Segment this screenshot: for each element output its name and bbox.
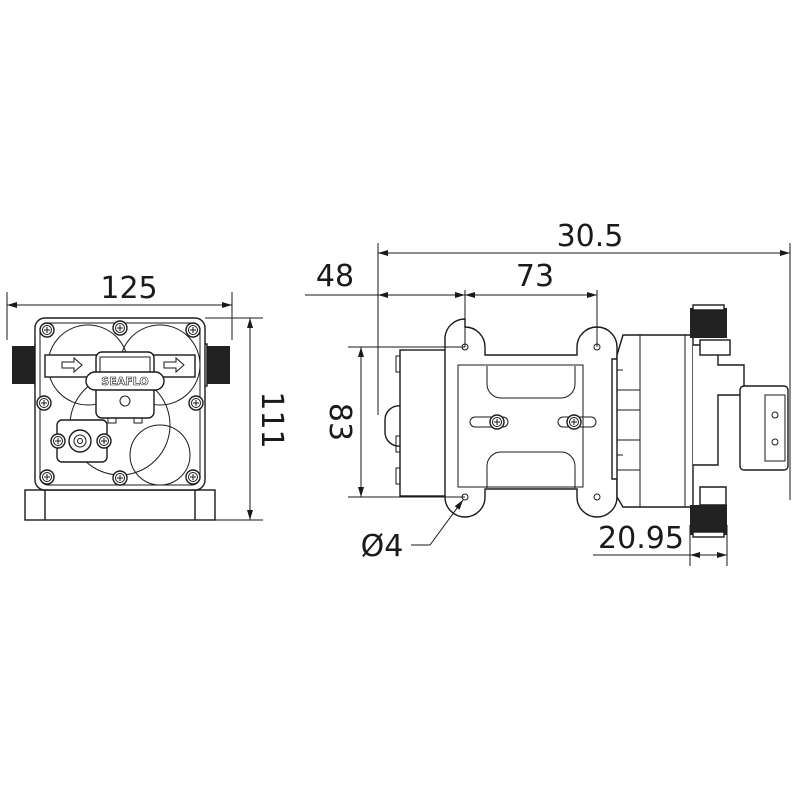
front-view: SEAFLO 125 111 — [6, 271, 289, 521]
svg-text:111: 111 — [254, 391, 289, 448]
dimension-port-width: 20.95 — [593, 521, 728, 566]
pump-head-side — [616, 334, 745, 508]
svg-text:73: 73 — [516, 259, 554, 294]
dimension-overall-length: 30.5 — [377, 219, 791, 500]
side-view: 30.5 48 73 83 Ø4 20.95 — [305, 219, 791, 566]
dimension-hole-spacing-length: 73 — [464, 259, 598, 347]
svg-text:48: 48 — [316, 259, 354, 294]
flow-arrow-icon — [163, 356, 185, 374]
svg-text:20.95: 20.95 — [598, 521, 684, 556]
top-port — [690, 304, 727, 338]
dimension-hole-diameter: Ø4 — [361, 499, 464, 564]
svg-text:83: 83 — [322, 403, 357, 441]
bottom-port — [690, 505, 727, 538]
svg-text:Ø4: Ø4 — [361, 529, 404, 564]
pressure-switch — [739, 385, 789, 471]
flow-arrow-icon — [61, 356, 83, 374]
mounting-base — [24, 489, 216, 521]
svg-text:125: 125 — [100, 271, 157, 306]
dimension-offset: 48 — [305, 259, 465, 298]
dimension-hole-spacing-width: 83 — [322, 346, 465, 498]
motor — [384, 349, 449, 497]
dimension-width-front: 125 — [6, 271, 233, 340]
seaflo-logo: SEAFLO — [101, 375, 148, 388]
mounting-bracket — [444, 318, 618, 518]
svg-text:30.5: 30.5 — [557, 219, 624, 254]
dimension-height-front: 111 — [205, 317, 289, 521]
slot — [469, 416, 509, 428]
